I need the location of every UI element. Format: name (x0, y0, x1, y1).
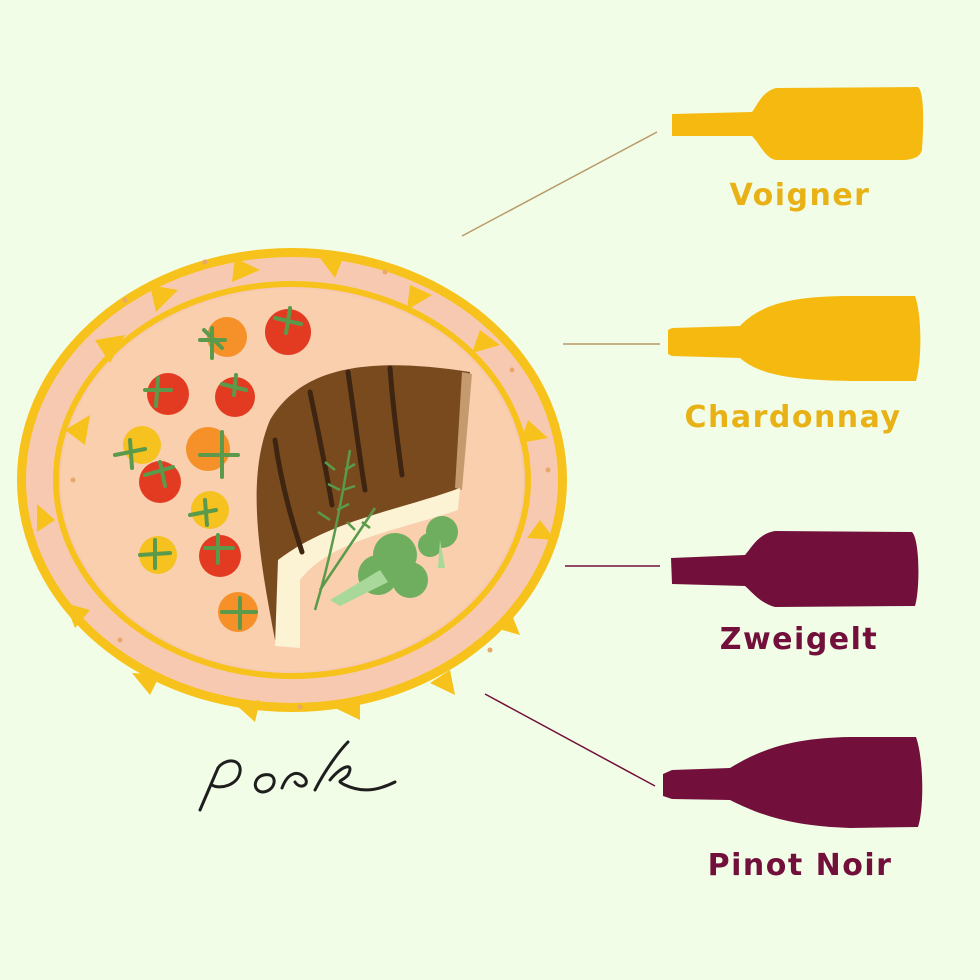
wine-label-chardonnay: Chardonnay (684, 400, 902, 435)
wine-label-pinot-noir: Pinot Noir (707, 848, 893, 883)
wine-bottle-chardonnay-icon (668, 296, 921, 381)
dish-label-pork: pork (198, 740, 397, 812)
cherry-tomatoes-icon (113, 306, 311, 632)
wine-label-zweigelt: Zweigelt (719, 622, 879, 657)
rosemary-icon (313, 449, 377, 611)
wine-bottle-pinot-noir-icon (663, 737, 923, 828)
wine-bottle-zweigelt-icon (671, 531, 919, 607)
pork-chop-icon (256, 365, 472, 648)
broccoli-icon (330, 516, 458, 606)
connector-lines (461, 131, 660, 787)
wine-label-voigner: Voigner (729, 178, 871, 213)
grill-marks (272, 365, 405, 555)
connector-pinot-noir (484, 693, 656, 787)
connector-voigner (461, 131, 658, 237)
wine-bottle-voigner-icon (672, 87, 924, 160)
plate-rim-pattern (37, 253, 555, 722)
plate-rim-dots (70, 259, 551, 710)
